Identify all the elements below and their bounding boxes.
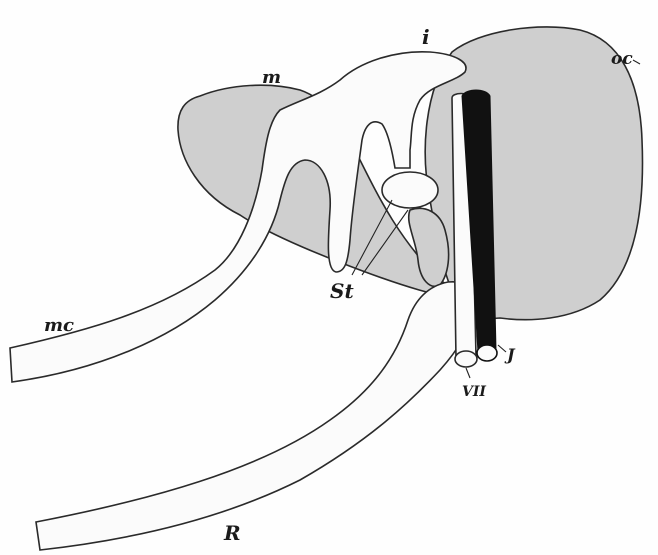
facial-nerve-end (455, 351, 477, 367)
label-m: m (262, 67, 281, 88)
label-st: St (330, 279, 354, 303)
reichert-cartilage-rod (36, 282, 475, 550)
oc-leader (633, 60, 640, 64)
label-i: i (422, 25, 430, 49)
label-vii: VII (462, 384, 486, 400)
j-leader (498, 345, 506, 352)
label-j: J (504, 345, 516, 364)
label-mc: mc (44, 315, 74, 336)
jugular-vein-end (477, 345, 497, 361)
label-oc: oc (611, 49, 633, 69)
vii-leader (466, 368, 470, 378)
label-r: R (223, 521, 241, 545)
